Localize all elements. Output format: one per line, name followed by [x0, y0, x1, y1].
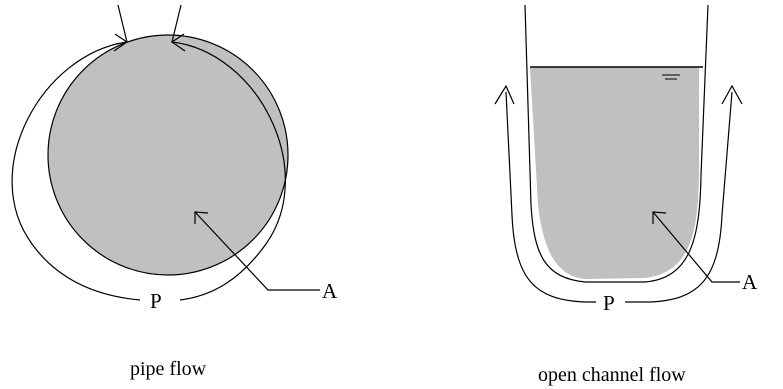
channel-area-label: A: [742, 270, 758, 294]
channel-perimeter-right: [625, 91, 733, 303]
channel-wall: [524, 4, 709, 283]
channel-flow-area: [530, 67, 699, 279]
pipe-area-leader: [194, 211, 320, 291]
pipe-extent-mark-left: [117, 4, 128, 43]
channel-area-arrowhead-icon: [652, 211, 667, 224]
pipe-caption: pipe flow: [130, 358, 207, 380]
channel-arrowhead-right-icon: [721, 84, 743, 105]
pipe-perimeter-arc-left: [11, 41, 141, 301]
water-surface-symbol-icon: [662, 74, 680, 80]
channel-perimeter-label: P: [603, 291, 615, 315]
pipe-extent-mark-right: [171, 4, 182, 43]
pipe-area-arrowhead-icon: [194, 211, 209, 224]
pipe-flow-figure: P A pipe flow: [11, 4, 338, 380]
channel-caption: open channel flow: [538, 364, 686, 386]
channel-arrowhead-left-icon: [494, 84, 515, 105]
pipe-flow-area: [47, 34, 289, 276]
channel-perimeter-left: [505, 91, 596, 303]
open-channel-figure: P A open channel flow: [494, 4, 758, 386]
pipe-perimeter-label: P: [150, 289, 162, 313]
pipe-area-label: A: [322, 279, 338, 303]
pipe-perimeter-arc-right: [171, 41, 286, 301]
channel-area-leader: [652, 211, 740, 283]
